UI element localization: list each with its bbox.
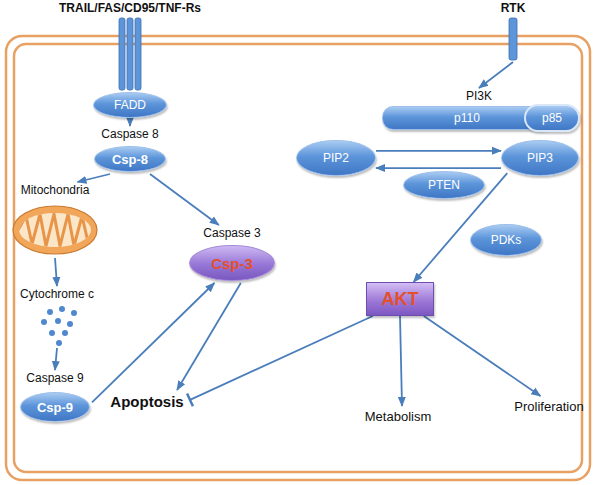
outcome-label: Apoptosis xyxy=(104,390,190,412)
node-label: p85 xyxy=(542,111,562,125)
node-heading: TRAIL/FAS/CD95/TNF-Rs xyxy=(45,0,215,16)
node-label: Proliferation xyxy=(514,399,583,414)
node-label: Metabolism xyxy=(365,409,431,424)
protein-ellipse: PDKs xyxy=(470,224,542,256)
kinase-box: AKT xyxy=(366,282,434,316)
protein-ellipse: PTEN xyxy=(403,171,485,199)
cytochrome-dot xyxy=(41,319,47,325)
receptor-symbol xyxy=(119,18,125,90)
complex-group: PI3K p110 p85 xyxy=(378,88,580,134)
lipid-ellipse: PIP3 xyxy=(501,140,579,176)
receptor: RTK xyxy=(488,0,538,62)
node-label: FADD xyxy=(114,98,146,112)
node-label: Csp-8 xyxy=(112,152,148,167)
node-heading: Caspase 8 xyxy=(90,126,170,142)
arrow-connector xyxy=(424,316,541,396)
receptor-symbol xyxy=(509,18,517,60)
cytochrome-dot xyxy=(67,321,73,327)
caspase-ellipse: Csp-8 xyxy=(94,146,166,172)
cytochrome-dot xyxy=(71,310,77,316)
node-label: Csp-9 xyxy=(37,400,73,415)
arrow-connector xyxy=(479,62,513,88)
arrow-connector xyxy=(92,283,214,402)
connector-group xyxy=(55,62,540,406)
node-heading: Mitochondria xyxy=(10,182,100,198)
arrow-connector xyxy=(55,258,57,286)
arrow-connector xyxy=(150,174,219,225)
mitochondrion-cristae xyxy=(18,214,94,246)
arrow-connector xyxy=(177,283,241,390)
subunit-bar: p85 xyxy=(524,104,580,132)
caspase-ellipse: Caspase 9 Csp-9 xyxy=(18,370,92,424)
molecule-cluster: Cytochrome c xyxy=(12,286,102,348)
node-label: PDKs xyxy=(491,233,522,247)
cytochrome-dot xyxy=(62,330,68,336)
node-heading: PI3K xyxy=(378,88,580,104)
organelle: Mitochondria xyxy=(10,182,100,258)
receptor-symbol xyxy=(127,18,133,90)
cytochrome-dot xyxy=(55,318,61,324)
arrow-connector xyxy=(55,348,57,370)
node-heading: Cytochrome c xyxy=(12,286,102,302)
node-heading: Caspase 9 xyxy=(18,370,92,386)
node-label: PIP2 xyxy=(323,151,349,165)
arrow-connector xyxy=(376,150,501,152)
protein-ellipse: FADD xyxy=(93,92,167,118)
cytochrome-dot xyxy=(59,306,65,312)
cytochrome-dot xyxy=(56,340,62,346)
arrow-connector xyxy=(129,118,131,126)
node-label: p110 xyxy=(454,111,480,125)
caspase-ellipse: Caspase 3 Csp-3 xyxy=(188,225,276,283)
lipid-ellipse: PIP2 xyxy=(296,140,376,176)
inhibition-connector xyxy=(190,316,373,400)
outcome-label: Metabolism xyxy=(358,406,438,426)
mitochondrion-symbol xyxy=(13,206,97,254)
outcome-label: Proliferation xyxy=(506,396,592,416)
node-label: Csp-3 xyxy=(211,255,253,272)
node-heading: Caspase 3 xyxy=(188,225,276,241)
node-label: PIP3 xyxy=(527,151,553,165)
arrow-connector xyxy=(78,174,111,182)
arrow-connector xyxy=(400,316,402,406)
cytochrome-dot xyxy=(47,309,53,315)
cytochrome-dot xyxy=(49,330,55,336)
node-label: AKT xyxy=(382,289,419,310)
receptor-symbol xyxy=(135,18,141,90)
receptor: TRAIL/FAS/CD95/TNF-Rs xyxy=(45,0,215,90)
caspase-ellipse: Caspase 8 Csp-8 xyxy=(90,126,170,174)
node-heading: RTK xyxy=(488,0,538,16)
node-label: PTEN xyxy=(428,178,460,192)
cell-membrane-inner xyxy=(14,44,582,472)
cell-membrane-outer xyxy=(6,36,590,480)
caspase-3-ellipse: Csp-3 xyxy=(189,245,275,281)
arrow-connector xyxy=(376,167,501,169)
caspase-ellipse: Csp-9 xyxy=(20,392,90,422)
node-label: Apoptosis xyxy=(110,393,183,410)
